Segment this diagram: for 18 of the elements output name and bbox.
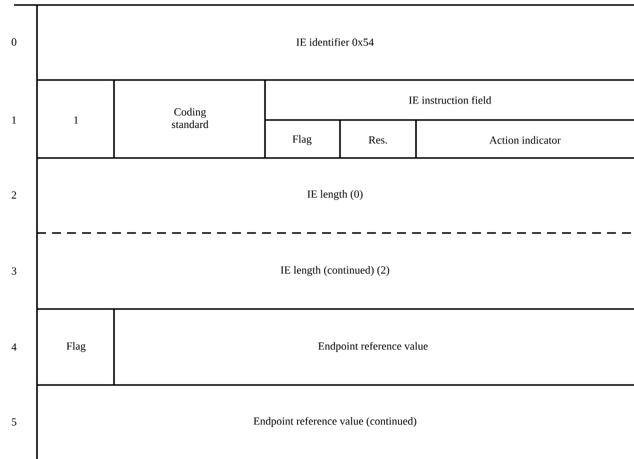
row-number: 4 <box>11 343 17 351</box>
row-number: 0 <box>12 38 16 46</box>
field-label: IE instruction field <box>409 96 492 104</box>
field-label: IE length (continued) (2) <box>280 266 390 276</box>
row-number: 1 <box>12 116 16 124</box>
row-number: 2 <box>12 191 16 199</box>
field-label: Coding standard <box>172 108 208 128</box>
row-number: 5 <box>12 418 16 426</box>
row-number: 3 <box>12 267 16 275</box>
field-label: Endpoint reference value <box>318 342 428 352</box>
field-label: IE length (0) <box>307 190 363 200</box>
field-label: Res. <box>368 136 387 144</box>
field-label: Flag <box>292 135 312 145</box>
field-label: IE identifier 0x54 <box>296 38 374 46</box>
field-label: Flag <box>66 342 86 352</box>
field-label: Endpoint reference value (continued) <box>254 416 416 427</box>
field-label: 1 <box>74 116 78 124</box>
field-label: Action indicator <box>489 136 561 144</box>
